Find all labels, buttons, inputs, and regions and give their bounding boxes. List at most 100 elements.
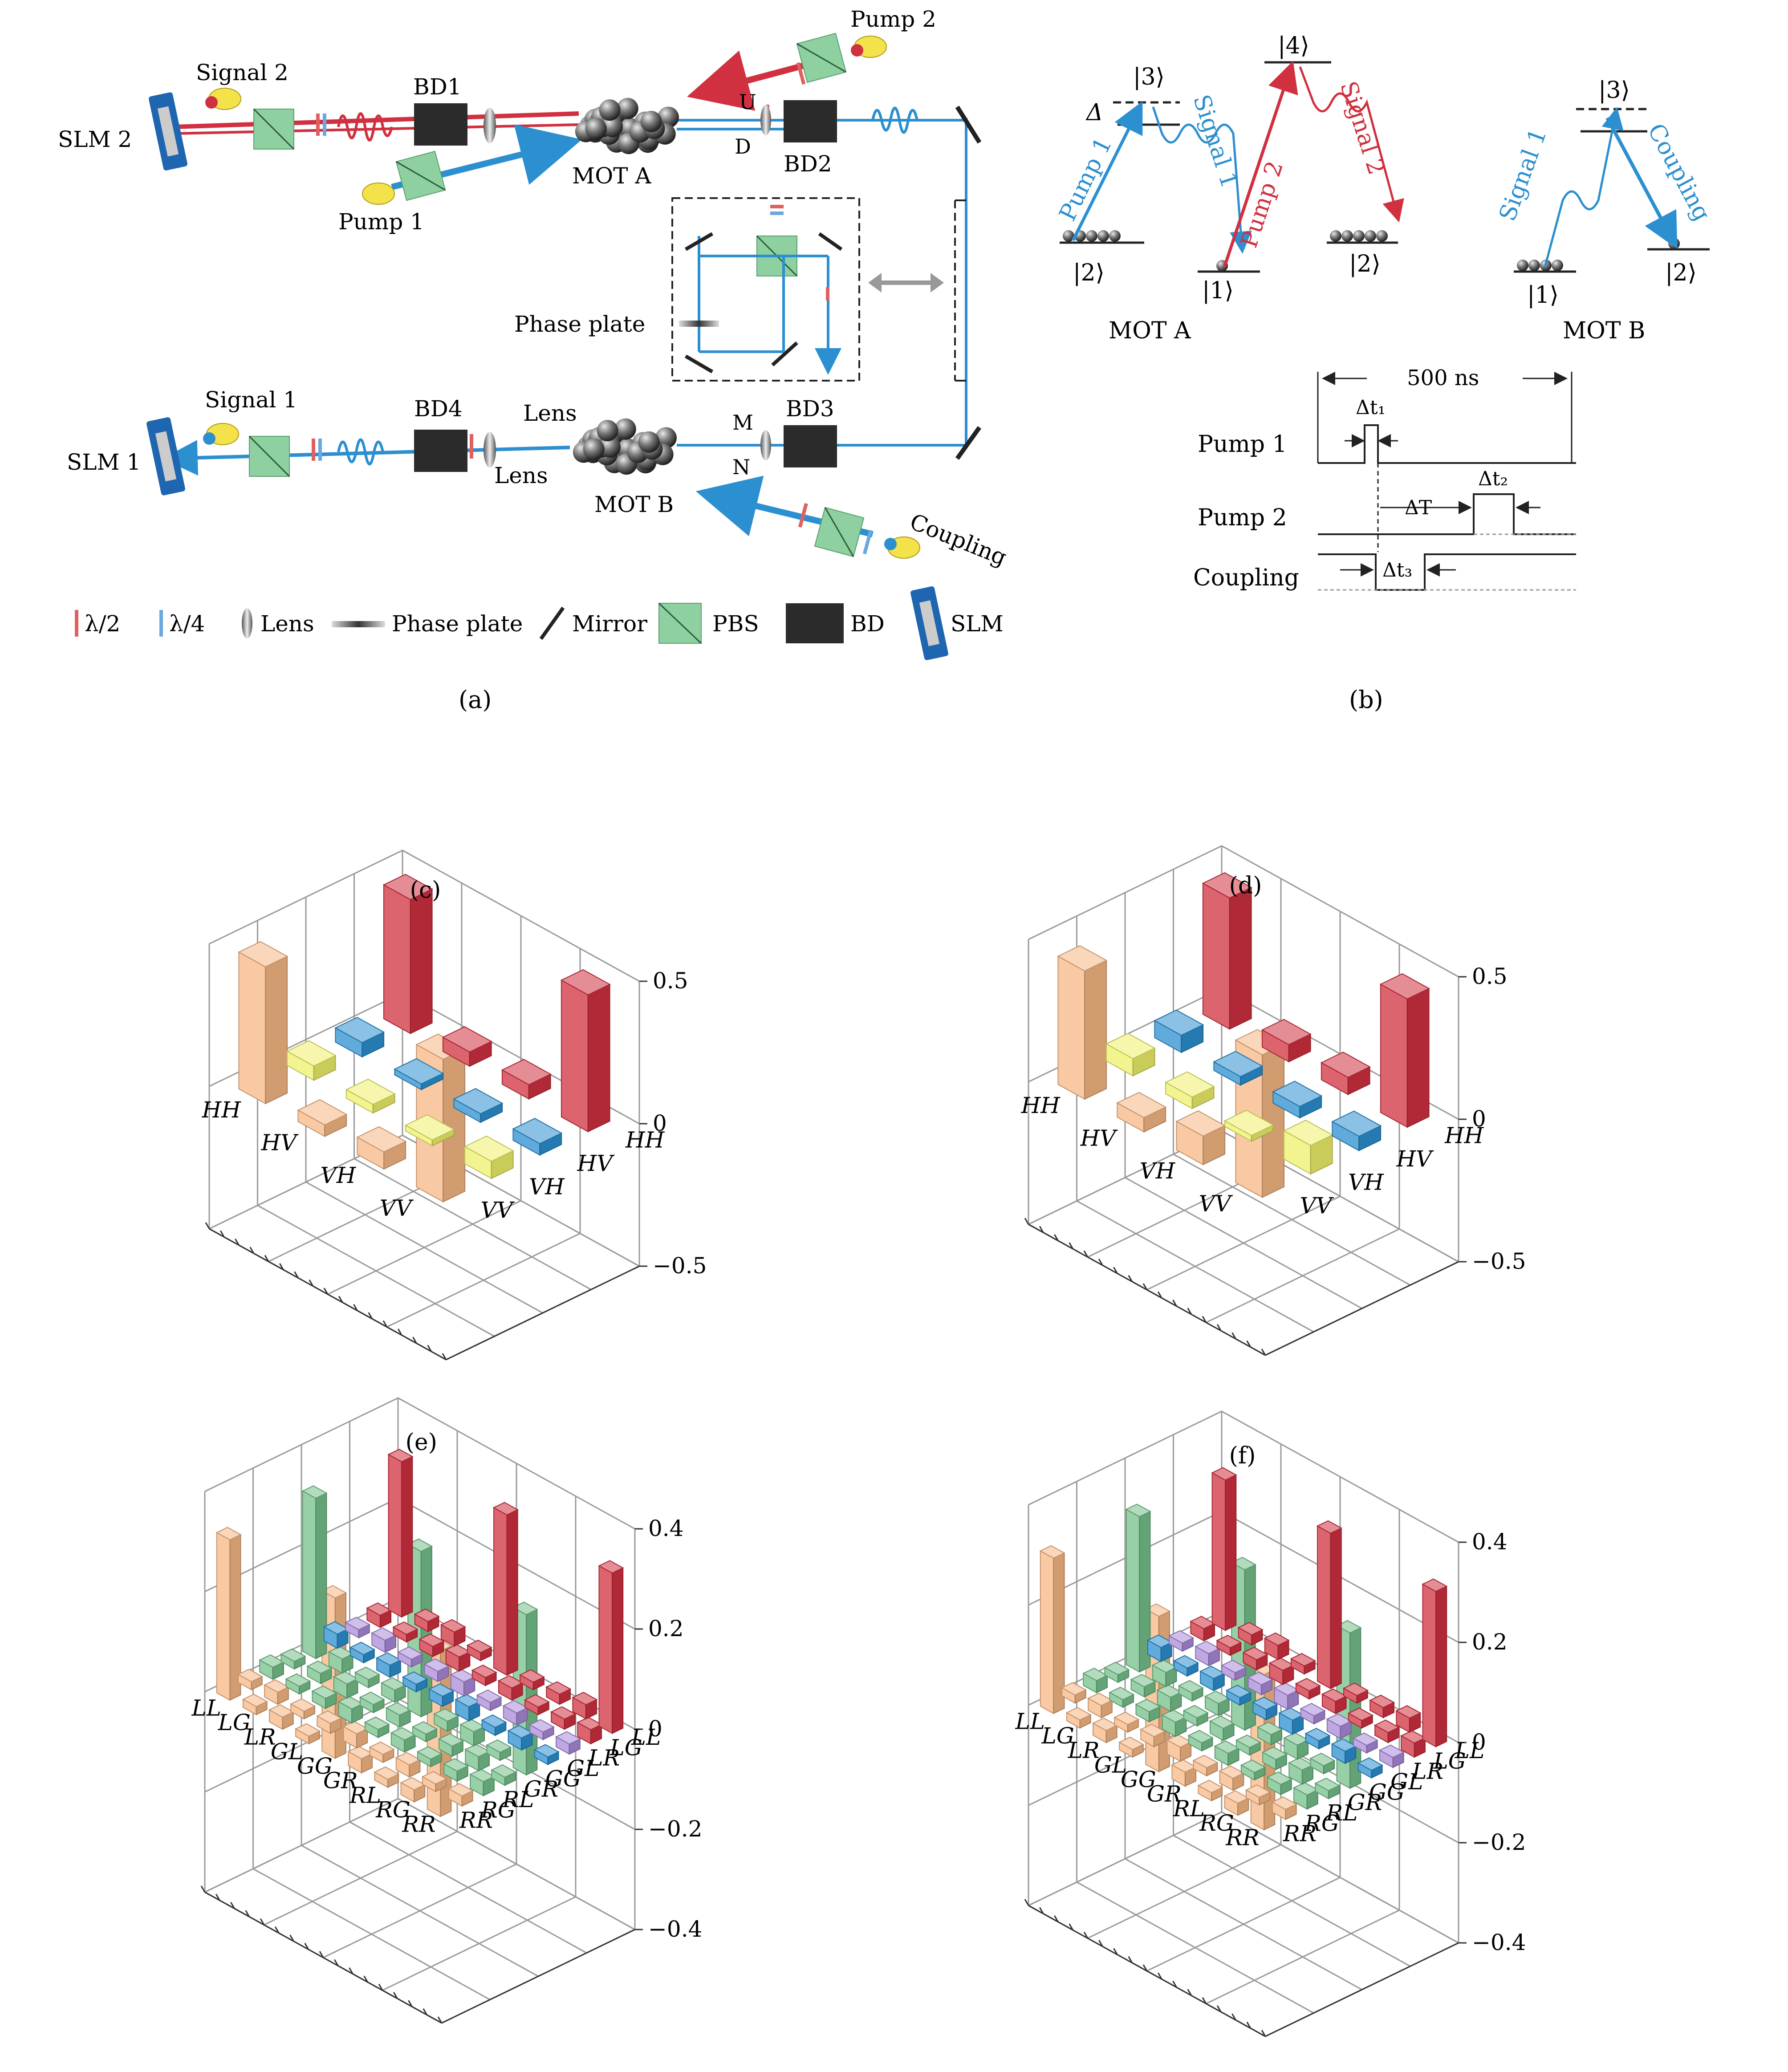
lens-bottom [484, 432, 496, 467]
pump1-transition [1071, 101, 1143, 241]
bar-LL-GR [1104, 1662, 1130, 1683]
svg-text:SLM: SLM [951, 611, 1004, 637]
bar-RL-RR [1197, 1779, 1223, 1802]
panel-label: (e) [406, 1429, 437, 1456]
bar-GR-GG [433, 1708, 459, 1732]
label-bd4: BD4 [414, 396, 463, 422]
z-gridline [209, 849, 640, 982]
legend: λ/2 λ/4 Lens Phase plate Mirror PBS BD S… [75, 586, 1004, 660]
level-2-a: |2⟩ [1073, 260, 1105, 286]
bd3 [784, 425, 837, 467]
row-label: GG [297, 1753, 333, 1779]
bar-GL-LG [445, 1644, 471, 1672]
col-label: RG [1304, 1810, 1339, 1836]
caption-b: (b) [1349, 686, 1383, 714]
grid-line [1173, 1154, 1411, 1286]
row-label: RL [1173, 1796, 1205, 1821]
panel-b-levels: |3⟩ Δ |4⟩ |2⟩ |1⟩ |2⟩ |3⟩ |1⟩ |2⟩ Pump 1… [1054, 33, 1715, 714]
bar-RR-RG [1271, 1796, 1297, 1820]
timing-label-pump2: Pump 2 [1198, 504, 1287, 531]
bar-GL-LR [1247, 1672, 1273, 1696]
pbs-pump1 [395, 150, 446, 201]
bar-GR-LL [519, 1669, 545, 1691]
grid-line [1173, 1835, 1411, 1967]
bar-LR-GL [1199, 1666, 1226, 1692]
z-tick-label: −0.5 [1472, 1248, 1526, 1274]
bar-VV-HV [1331, 1110, 1382, 1152]
bar-HV-HV [394, 1058, 444, 1091]
bar-GR-RL [390, 1727, 416, 1753]
row-label: LR [1068, 1738, 1100, 1763]
col-label: VV [1300, 1193, 1334, 1219]
row-label: GR [323, 1768, 358, 1794]
col-label: RL [502, 1787, 534, 1812]
grid-line [1206, 1909, 1400, 2004]
svg-text:Lens: Lens [260, 611, 314, 637]
pump1-coupler [362, 183, 395, 205]
bar-LG-LR [1195, 1641, 1221, 1667]
label-phase-plate: Phase plate [514, 311, 645, 337]
col-label: HH [625, 1127, 665, 1153]
lens-bottom-right [760, 430, 771, 460]
bar-VH-HV [453, 1088, 504, 1123]
grid-line [382, 1896, 576, 1991]
pump2-transition [1223, 61, 1298, 268]
bar-GR-RR [1171, 1759, 1197, 1787]
row-label: HV [261, 1129, 299, 1155]
pbs-coupling [814, 507, 865, 557]
row-label: GG [1121, 1767, 1156, 1792]
bar-HV-VH [1164, 1071, 1215, 1109]
bar-GL-RR [1118, 1736, 1145, 1758]
z-tick-label: 0.5 [653, 968, 688, 994]
z-gridline [209, 1134, 640, 1267]
bar-RL-LL [545, 1681, 572, 1705]
bar-RL-RL [416, 1746, 443, 1767]
label-lens-bottom: Lens [494, 463, 548, 488]
front-axis [204, 1891, 442, 2024]
label-pump1: Pump 1 [338, 209, 424, 235]
panel-label: (d) [1229, 873, 1262, 899]
pbs-signal2 [253, 108, 295, 150]
col-label: LR [588, 1745, 620, 1771]
ground-atom [1086, 230, 1097, 242]
bar-RG-GG [486, 1739, 512, 1761]
bar-RR-LL [598, 1560, 624, 1735]
bar-HV-HH [1261, 1019, 1312, 1063]
timing-dt2: Δt₂ [1478, 467, 1508, 490]
label-mot-b-b: MOT B [1563, 317, 1645, 344]
bar-RR-GL [533, 1744, 560, 1766]
signal1-transition [1152, 106, 1252, 254]
label-mot-a: MOT A [572, 163, 651, 189]
panel-label: (c) [410, 877, 441, 904]
bar-VH-HH [501, 1059, 552, 1100]
z-tick-label: 0.2 [648, 1616, 684, 1641]
bar-RR-RL [1292, 1782, 1319, 1810]
ground-atom [1330, 230, 1341, 242]
bar-LL-RL [259, 1654, 285, 1680]
bar-VH-VH [1223, 1109, 1274, 1142]
bar-HH-HV [1154, 1009, 1204, 1053]
row-label: RR [402, 1812, 435, 1837]
bar-RL-GR [1261, 1747, 1288, 1771]
bar-LL-RG [237, 1669, 263, 1691]
bar-GL-GR [359, 1691, 385, 1714]
z-tick-label: −0.5 [653, 1253, 707, 1279]
bar-VH-HV [1272, 1081, 1323, 1119]
bar-RL-GL [481, 1714, 507, 1736]
bar-HH-VV [1057, 945, 1108, 1100]
bar-GG-LG [471, 1664, 497, 1686]
bar-GL-GL [1226, 1684, 1252, 1706]
bar-RL-GR [438, 1733, 464, 1757]
side-axis [446, 1265, 640, 1361]
level-4: |4⟩ [1278, 33, 1309, 59]
row-label: HH [1021, 1093, 1061, 1118]
bar-RR-LG [577, 1717, 603, 1745]
bar-GG-LL [492, 1502, 519, 1676]
col-label: VH [529, 1174, 565, 1200]
row-label: RG [1199, 1810, 1234, 1836]
bar-LG-RG [1087, 1692, 1113, 1719]
col-label: GL [1390, 1769, 1423, 1795]
bar-VH-VV [356, 1126, 407, 1170]
label-signal2: Signal 2 [196, 60, 289, 85]
